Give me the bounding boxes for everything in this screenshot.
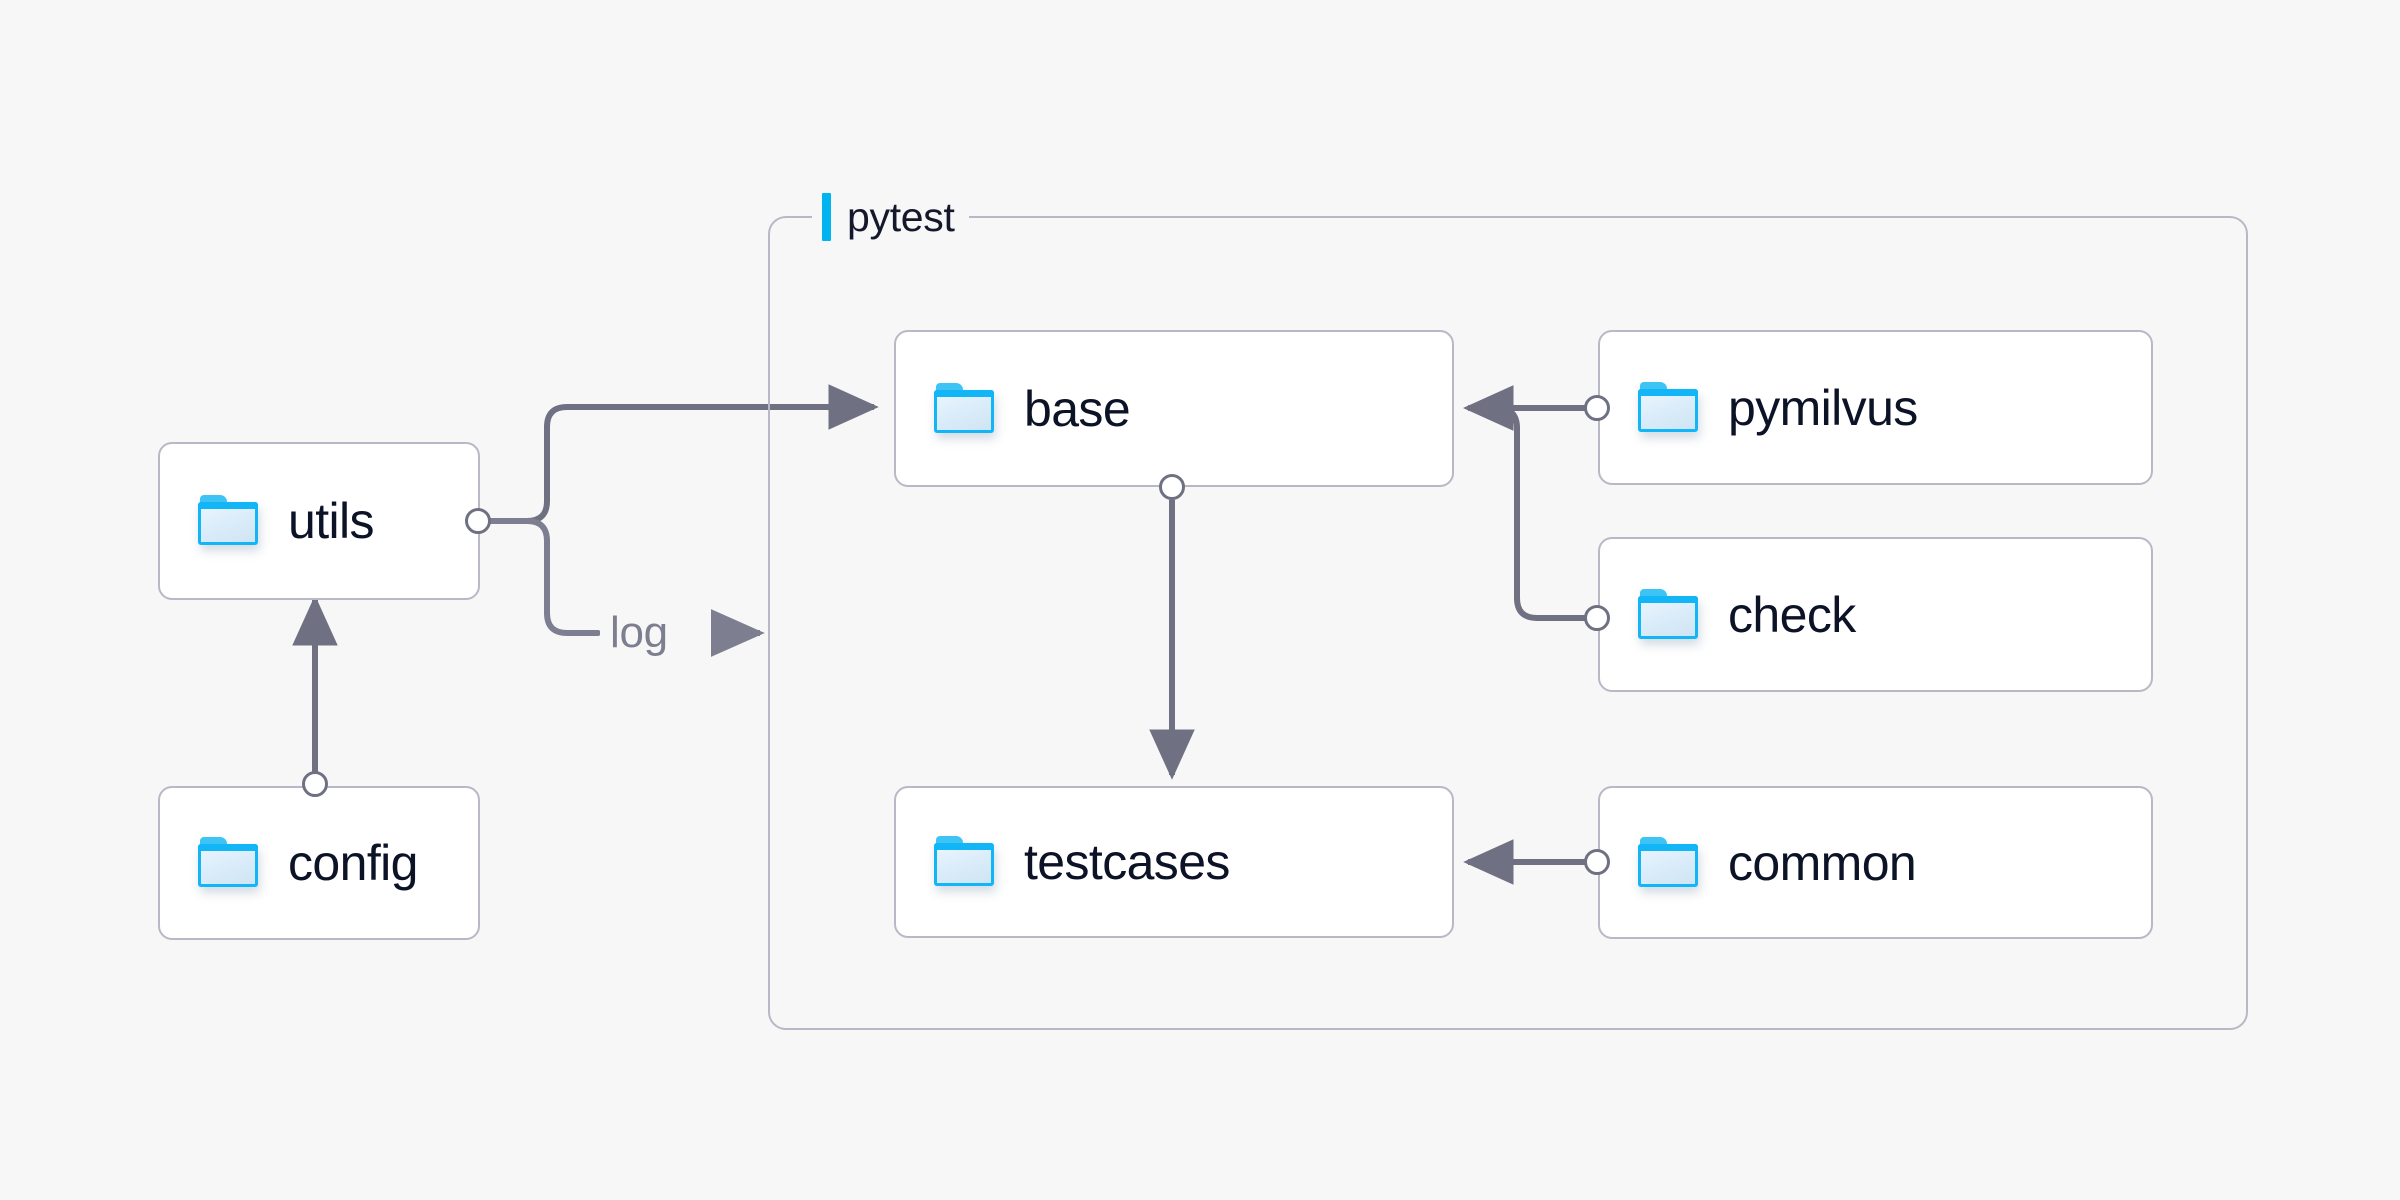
node-base-label: base bbox=[1024, 380, 1131, 437]
group-pytest-label: pytest bbox=[812, 190, 969, 244]
group-label-text: pytest bbox=[847, 193, 955, 240]
node-common-label: common bbox=[1728, 834, 1917, 891]
port-config-top[interactable] bbox=[302, 771, 328, 797]
node-pymilvus[interactable]: pymilvus bbox=[1598, 330, 2153, 485]
node-testcases-label: testcases bbox=[1024, 834, 1230, 890]
node-pymilvus-label: pymilvus bbox=[1728, 379, 1918, 436]
node-check[interactable]: check bbox=[1598, 537, 2153, 692]
edge-label-log: log bbox=[600, 611, 678, 655]
folder-icon bbox=[934, 382, 996, 435]
node-common[interactable]: common bbox=[1598, 786, 2153, 939]
folder-icon bbox=[1638, 588, 1700, 641]
node-utils[interactable]: utils bbox=[158, 442, 480, 600]
port-common-left[interactable] bbox=[1584, 849, 1610, 875]
folder-icon bbox=[198, 495, 260, 547]
node-config-label: config bbox=[288, 835, 418, 891]
node-testcases[interactable]: testcases bbox=[894, 786, 1454, 938]
folder-icon bbox=[198, 837, 260, 889]
port-pymilvus-left[interactable] bbox=[1584, 395, 1610, 421]
node-utils-label: utils bbox=[288, 493, 375, 549]
port-check-left[interactable] bbox=[1584, 605, 1610, 631]
group-accent-bar bbox=[822, 193, 831, 241]
group-pytest[interactable] bbox=[768, 216, 2248, 1030]
folder-icon bbox=[934, 836, 996, 888]
node-check-label: check bbox=[1728, 586, 1856, 643]
folder-icon bbox=[1638, 836, 1700, 889]
edge-utils-to-log bbox=[487, 518, 601, 636]
port-base-bottom[interactable] bbox=[1159, 474, 1185, 500]
node-config[interactable]: config bbox=[158, 786, 480, 940]
node-base[interactable]: base bbox=[894, 330, 1454, 487]
folder-icon bbox=[1638, 381, 1700, 434]
port-utils-right[interactable] bbox=[465, 508, 491, 534]
